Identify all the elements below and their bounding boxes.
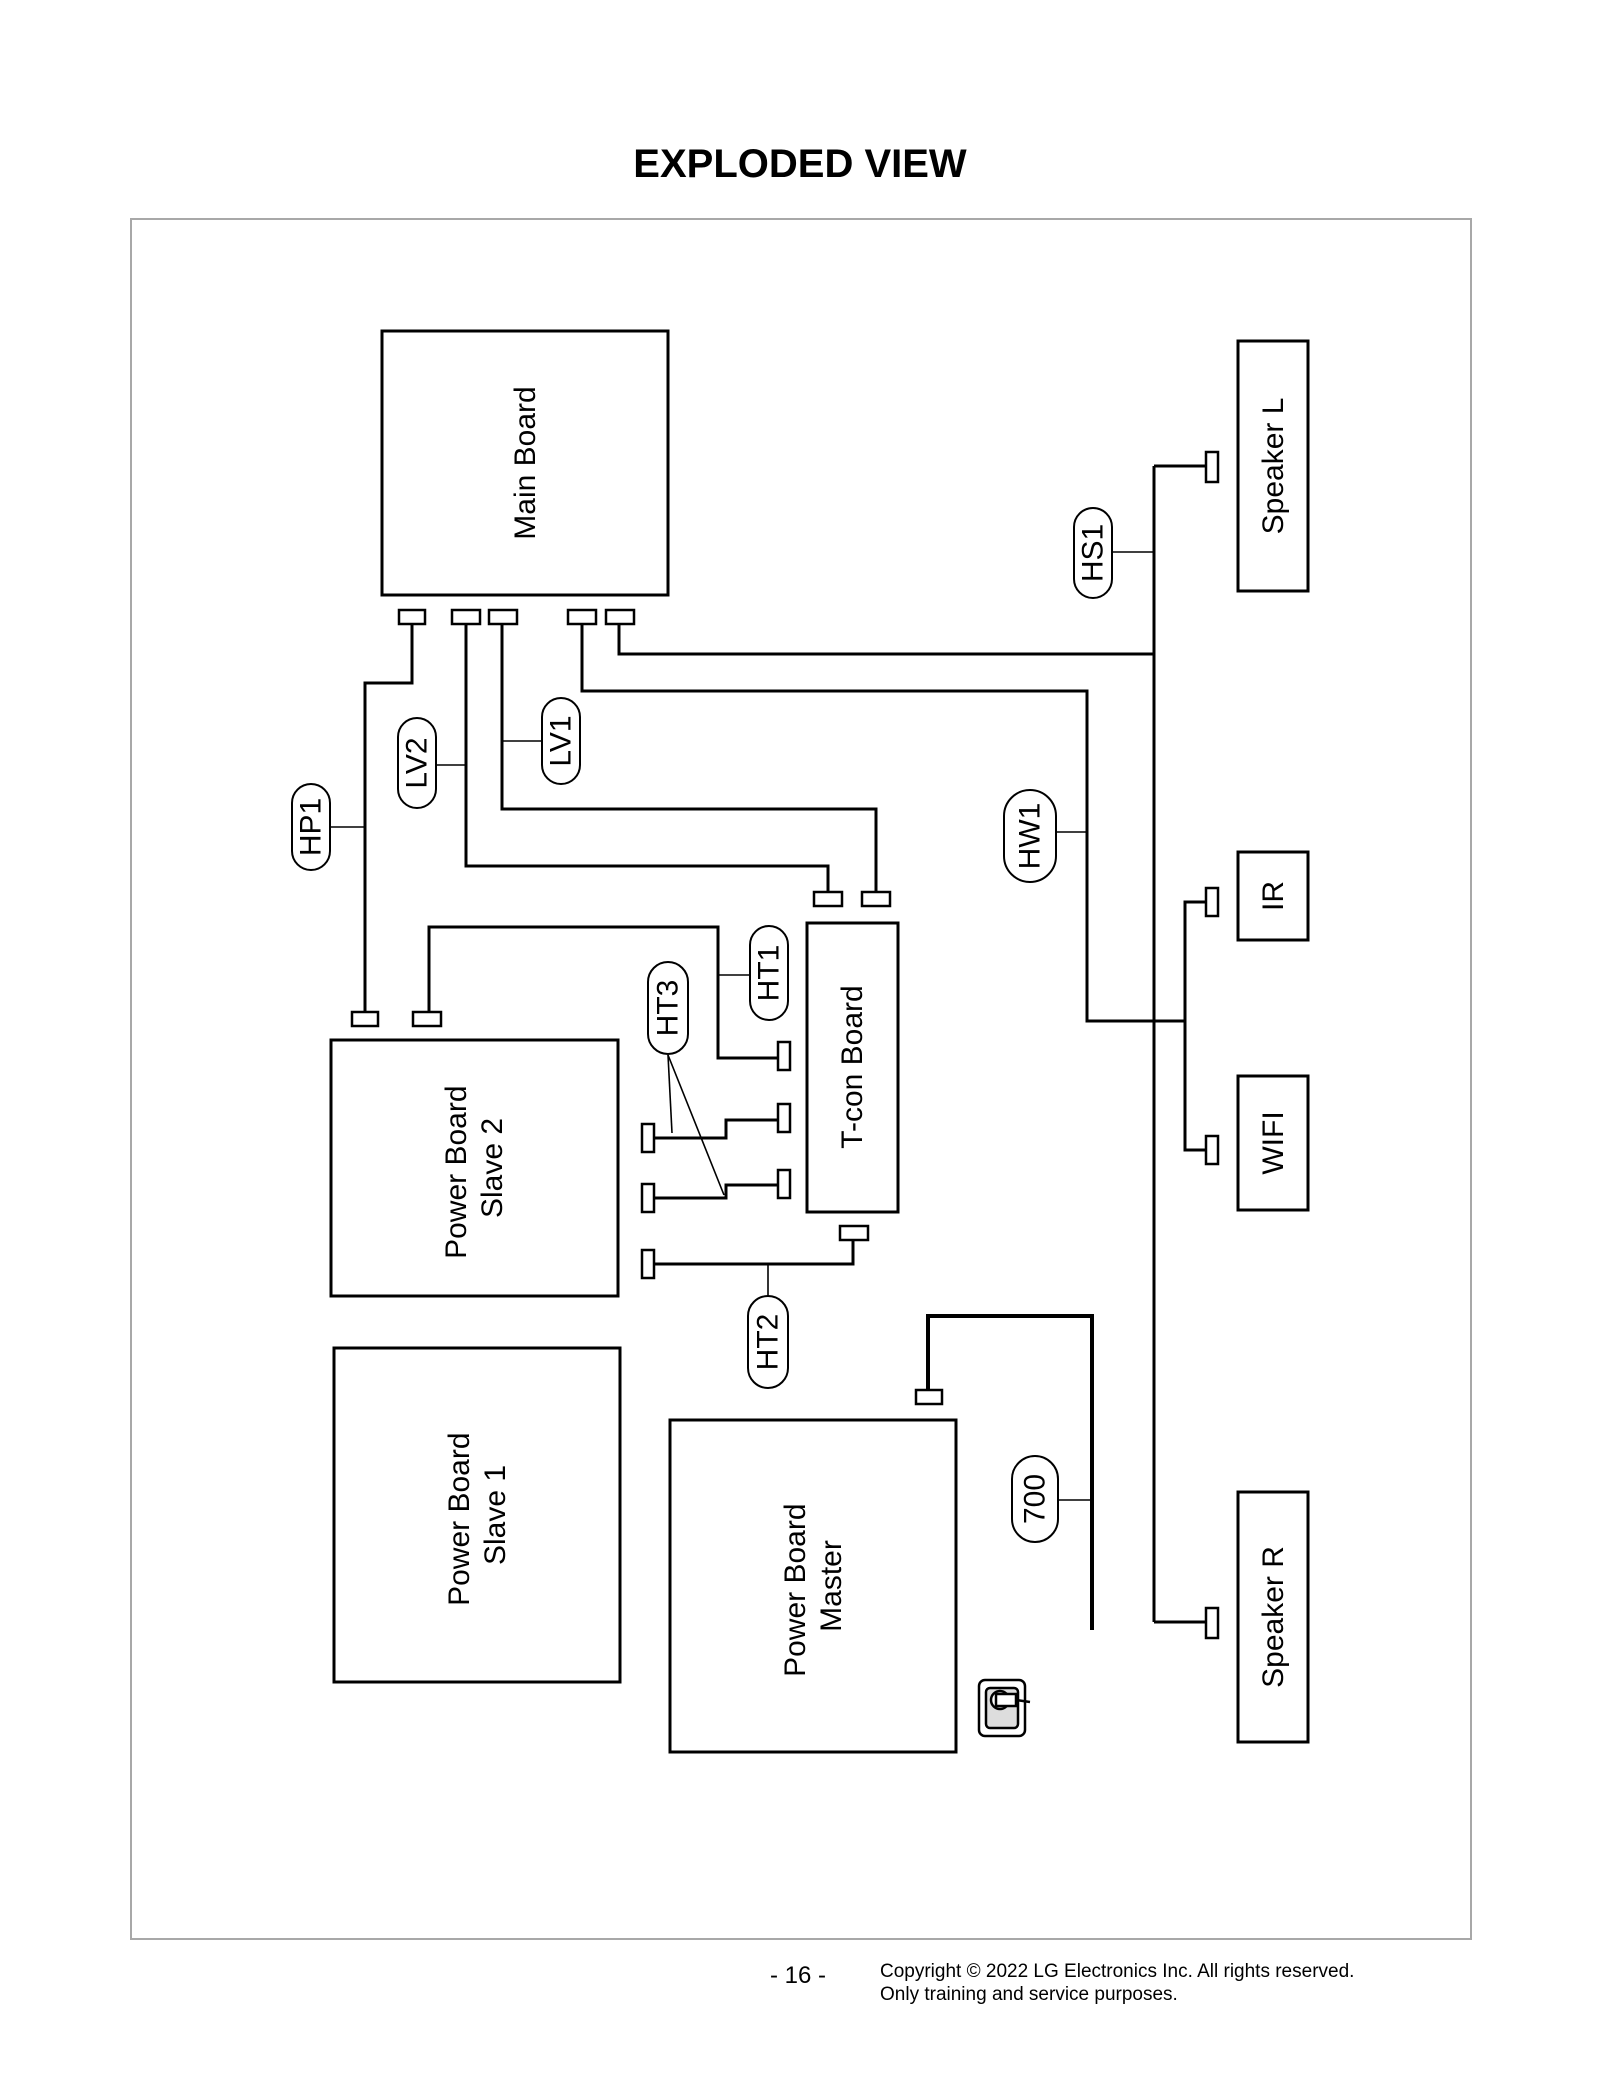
power-plug-icon: [977, 1678, 1031, 1738]
wire-lv2: [464, 624, 830, 892]
pill-hw1: [1003, 789, 1057, 883]
connector-slave2-hp1: [350, 1010, 380, 1028]
power-board-master: [668, 1418, 958, 1754]
connector-slave2-ht3-b: [640, 1182, 656, 1214]
pill-lv1: [541, 697, 581, 785]
wire-ir-wifi-branch: [1183, 900, 1206, 1152]
connectors: [350, 450, 1220, 1640]
connector-slave2-ht1: [411, 1010, 443, 1028]
wire-hw1: [580, 624, 1185, 1023]
wire-hp1: [363, 624, 414, 1012]
boards: [329, 329, 1310, 1754]
connector-slave2-ht2: [640, 1248, 656, 1280]
cable-label-ht2: HT2: [752, 1314, 785, 1371]
slave2-label: Power Board Slave 2: [440, 1077, 509, 1259]
page-number: - 16 -: [770, 1962, 827, 1989]
diagram-frame: [130, 218, 1472, 1940]
leader-ht3-b: [667, 1054, 725, 1196]
pill-ht3: [647, 961, 689, 1055]
cable-label-700: 700: [1019, 1474, 1052, 1524]
connector-master-700: [914, 1388, 944, 1406]
connector-tcon-lv1: [860, 890, 892, 908]
speaker-l-label: Speaker L: [1257, 398, 1290, 535]
connector-wifi: [1204, 1134, 1220, 1166]
wire-ht2: [654, 1240, 855, 1266]
cable-label-lv2: LV2: [401, 737, 434, 788]
speaker-r-box: [1236, 1490, 1310, 1744]
main-board-label: Main Board: [509, 386, 542, 539]
main-board: [380, 329, 670, 597]
copyright-line-2: Only training and service purposes.: [880, 1984, 1178, 2005]
ir-box: [1236, 850, 1310, 942]
connector-main-hs1: [604, 608, 636, 626]
connector-main-lv2: [450, 608, 482, 626]
speaker-l-box: [1236, 339, 1310, 593]
speaker-r-label: Speaker R: [1257, 1546, 1290, 1688]
wires: [330, 464, 1206, 1630]
copyright-line-1: Copyright © 2022 LG Electronics Inc. All…: [880, 1961, 1355, 1982]
connector-tcon-ht1: [776, 1040, 792, 1072]
power-board-slave-1: [332, 1346, 622, 1684]
connector-speaker-r: [1204, 1606, 1220, 1640]
master-label: Power Board Master: [779, 1495, 848, 1677]
leader-ht3-a: [667, 1054, 673, 1134]
cable-label-lv1: LV1: [545, 715, 578, 766]
connector-main-hw1: [566, 608, 598, 626]
connector-tcon-ht3-a: [776, 1102, 792, 1134]
wire-ht3-b: [654, 1183, 778, 1200]
power-board-slave-2: [329, 1038, 620, 1298]
ir-label: IR: [1257, 881, 1290, 911]
wifi-box: [1236, 1074, 1310, 1212]
copyright-notice: Copyright © 2022 LG Electronics Inc. All…: [880, 1960, 1354, 2006]
cable-label-ht1: HT1: [753, 945, 786, 1002]
wire-ht1: [427, 925, 778, 1060]
connector-tcon-lv2: [812, 890, 844, 908]
cable-label-hw1: HW1: [1014, 803, 1047, 870]
wire-lv1: [500, 624, 878, 892]
connector-ir: [1204, 886, 1220, 918]
cable-label-hp1: HP1: [295, 798, 328, 856]
cable-label-pills: [291, 507, 1113, 1543]
connector-main-hp1: [397, 608, 427, 626]
page-title: EXPLODED VIEW: [633, 142, 967, 186]
pill-hp1: [291, 783, 331, 871]
connector-tcon-ht3-b: [776, 1168, 792, 1200]
wifi-label: WIFI: [1257, 1111, 1290, 1174]
cable-label-ht3: HT3: [652, 980, 685, 1037]
wire-ht3-a: [654, 1118, 778, 1140]
connector-slave2-ht3-a: [640, 1122, 656, 1154]
pill-ht2: [747, 1295, 789, 1389]
wire-hs1: [617, 624, 1154, 656]
pill-ht1: [749, 925, 789, 1021]
connector-speaker-l: [1204, 450, 1220, 484]
wire-700: [926, 1314, 1094, 1630]
pill-lv2: [397, 717, 437, 809]
connector-tcon-ht2: [838, 1224, 870, 1242]
tcon-label: T-con Board: [836, 985, 869, 1148]
pill-hs1: [1073, 507, 1113, 599]
cable-label-hs1: HS1: [1077, 524, 1110, 582]
pill-700: [1011, 1455, 1059, 1543]
connector-main-lv1: [487, 608, 519, 626]
slave1-label: Power Board Slave 1: [443, 1424, 512, 1606]
tcon-board: [805, 921, 900, 1214]
